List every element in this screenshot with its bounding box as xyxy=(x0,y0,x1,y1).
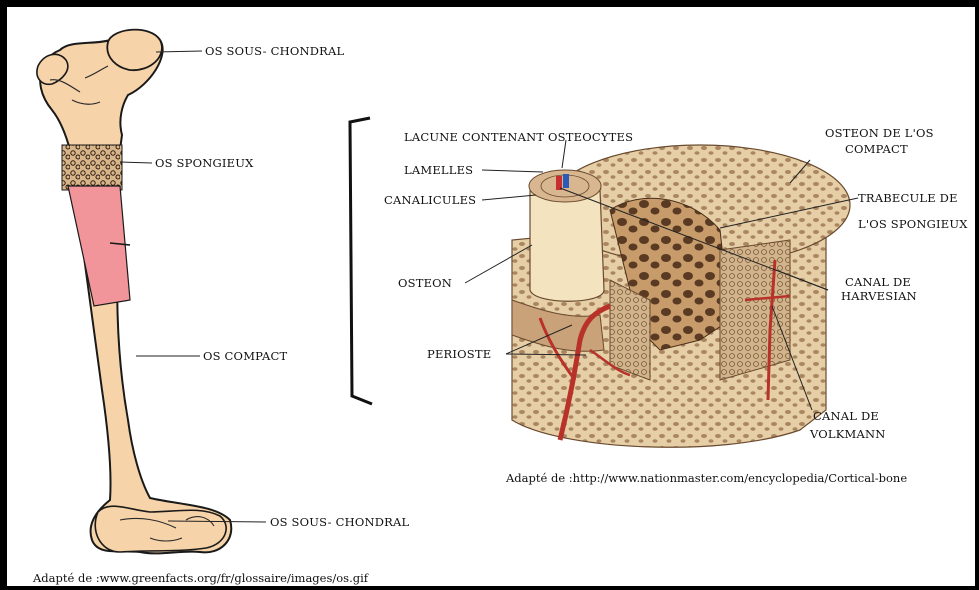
label-compact-bone: OS COMPACT xyxy=(203,349,288,363)
cut-face-right xyxy=(720,240,790,380)
label-harvesian-line1: CANAL DE xyxy=(845,275,911,289)
label-perioste: PERIOSTE xyxy=(427,347,491,361)
femur-outline xyxy=(40,31,231,554)
label-osteon-compact-line1: OSTEON DE L'OS xyxy=(825,126,934,140)
femur-medullary-cavity xyxy=(68,186,130,306)
label-canalicules: CANALICULES xyxy=(384,193,476,207)
label-volkmann-line1: CANAL DE xyxy=(813,409,879,423)
label-bottom-subchondral: OS SOUS- CHONDRAL xyxy=(270,515,410,529)
label-top-subchondral: OS SOUS- CHONDRAL xyxy=(205,44,345,58)
section-caption: Adapté de :http://www.nationmaster.com/e… xyxy=(505,471,907,485)
femur-head xyxy=(107,30,162,71)
label-lacune: LACUNE CONTENANT OSTEOCYTES xyxy=(404,130,633,144)
femur-condyles xyxy=(95,506,226,552)
bone-section-illustration xyxy=(512,145,850,447)
zoom-bracket xyxy=(350,118,372,404)
label-harvesian-line2: HARVESIAN xyxy=(841,289,917,303)
label-volkmann-line2: VOLKMANN xyxy=(809,427,886,441)
label-osteon-compact-line2: COMPACT xyxy=(845,142,908,156)
femur-spongy-bone xyxy=(62,145,122,190)
label-trabecule-line1: TRABECULE DE xyxy=(858,191,958,205)
label-osteon: OSTEON xyxy=(398,276,452,290)
label-lamelles: LAMELLES xyxy=(404,163,473,177)
femur-leaders xyxy=(120,51,266,522)
harvesian-vein xyxy=(563,174,569,188)
label-spongy-bone: OS SPONGIEUX xyxy=(155,156,254,170)
femur-caption: Adapté de :www.greenfacts.org/fr/glossai… xyxy=(32,571,369,585)
label-trabecule-line2: L'OS SPONGIEUX xyxy=(858,217,968,231)
femur-illustration xyxy=(37,30,231,554)
